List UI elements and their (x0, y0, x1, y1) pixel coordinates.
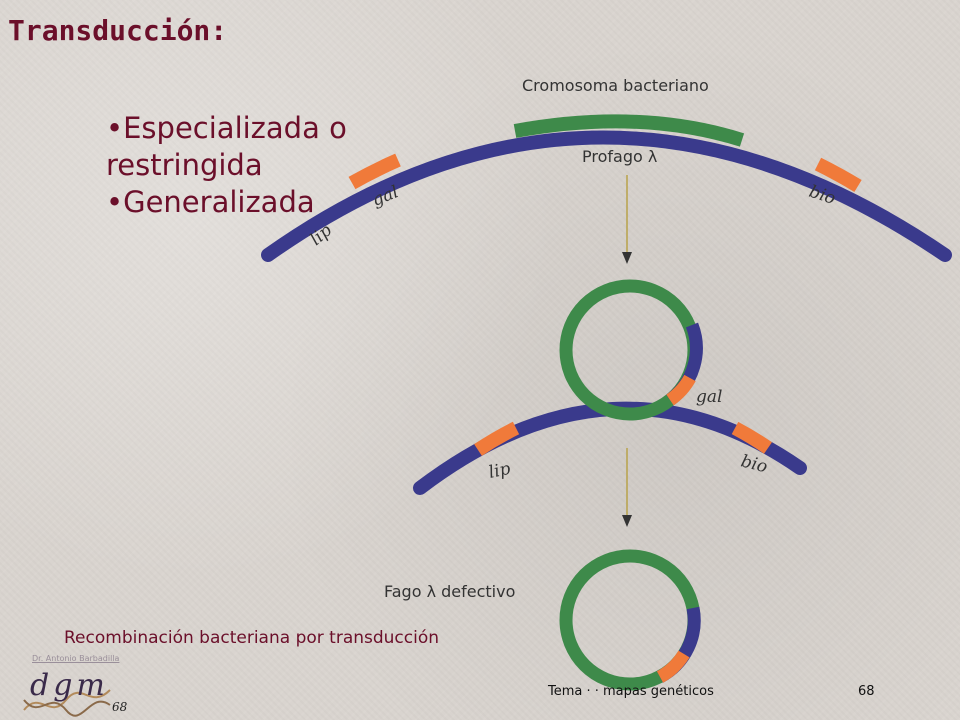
dgm-logo-text: dgm (30, 668, 109, 703)
bullet-text: Generalizada (123, 185, 315, 219)
gal-marker-bottom (656, 650, 690, 683)
bio-label-middle: bio (739, 451, 770, 477)
lip-marker-middle (474, 421, 520, 456)
bullet-item-especializada: Especializada o restringida (106, 110, 406, 184)
prophage-label: Profago λ (582, 147, 657, 166)
defective-phage-label: Fago λ defectivo (384, 582, 515, 601)
bullet-text: Especializada o restringida (106, 111, 347, 182)
footer-text: Tema · · mapas genéticos (548, 684, 714, 699)
prophage-segment (513, 114, 745, 147)
defective-phage (559, 549, 701, 691)
gal-marker-loop (666, 374, 696, 406)
bullet-list: Especializada o restringida Generalizada (106, 110, 406, 221)
gal-label-middle: gal (696, 387, 722, 407)
page-number: 68 (858, 684, 875, 699)
logo-credit-link[interactable]: Dr. Antonio Barbadilla (32, 654, 120, 663)
bio-marker-top (814, 157, 862, 192)
bullet-item-generalizada: Generalizada (106, 184, 406, 221)
dgm-logo-helix (23, 689, 111, 717)
middle-recombination (413, 279, 807, 495)
bio-marker-middle (731, 421, 772, 454)
arrow-down-1 (622, 175, 632, 264)
logo-number: 68 (112, 700, 128, 714)
slide-title: Transducción: (8, 14, 228, 47)
figure-caption: Recombinación bacteriana por transducció… (64, 628, 440, 648)
arrow-down-2 (622, 448, 632, 527)
lip-label-middle: lip (487, 459, 513, 483)
top-chromosome-label: Cromosoma bacteriano (522, 76, 709, 95)
